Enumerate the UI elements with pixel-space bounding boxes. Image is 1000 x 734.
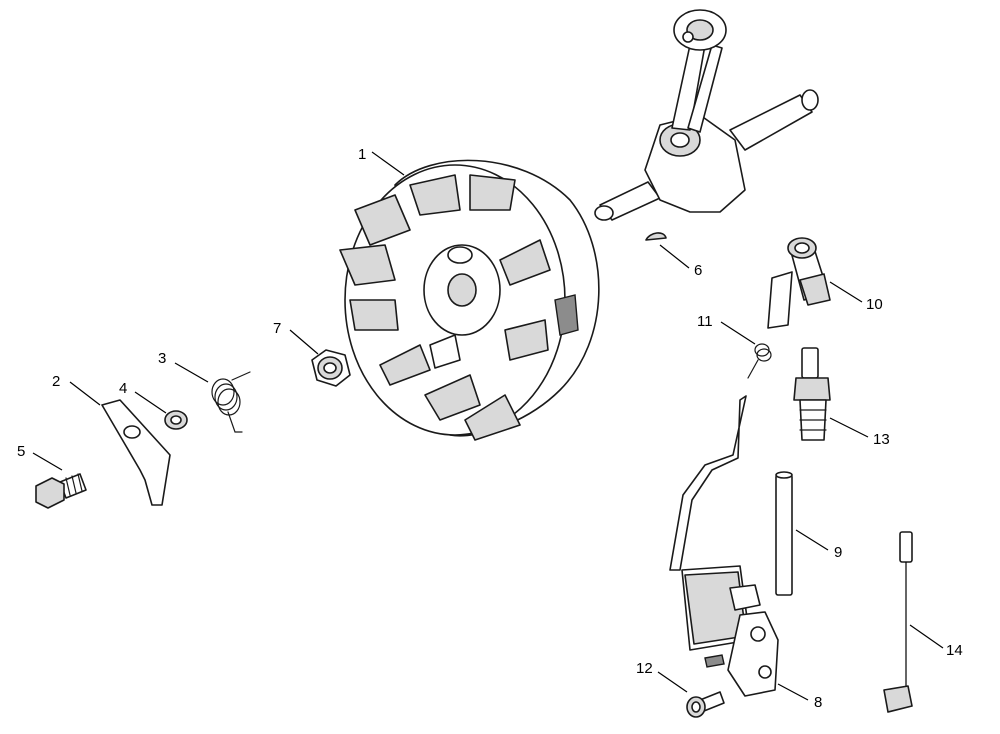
- spark-plug-cap-part: [767, 237, 831, 329]
- callout-10: 10: [866, 296, 883, 313]
- callout-3: 3: [158, 350, 166, 367]
- callout-13: 13: [873, 431, 890, 448]
- callout-4: 4: [119, 380, 127, 397]
- ignition-coil-part: [669, 395, 779, 697]
- crankshaft-part: [594, 9, 819, 221]
- callout-9: 9: [834, 544, 842, 561]
- callout-8: 8: [814, 694, 822, 711]
- callout-11: 11: [697, 313, 713, 330]
- callout-6: 6: [694, 262, 702, 279]
- rod-part: [775, 471, 793, 596]
- flywheel-part: [339, 159, 600, 441]
- nut-part: [311, 349, 351, 387]
- callout-2: 2: [52, 373, 60, 390]
- callout-1: 1: [358, 146, 366, 163]
- callout-7: 7: [273, 320, 281, 337]
- spring-part: [211, 371, 251, 433]
- spark-plug-part: [793, 347, 831, 441]
- probe-part: [883, 531, 913, 713]
- callout-14: 14: [946, 642, 963, 659]
- callout-5: 5: [17, 443, 25, 460]
- callout-12: 12: [636, 660, 653, 677]
- small-spring-part: [747, 343, 772, 379]
- screw-part: [686, 691, 725, 718]
- plate-part: [101, 399, 171, 506]
- washer-part: [164, 410, 188, 430]
- leader-lines: [32, 151, 944, 701]
- bolt-part: [35, 473, 87, 509]
- key-part: [645, 232, 667, 241]
